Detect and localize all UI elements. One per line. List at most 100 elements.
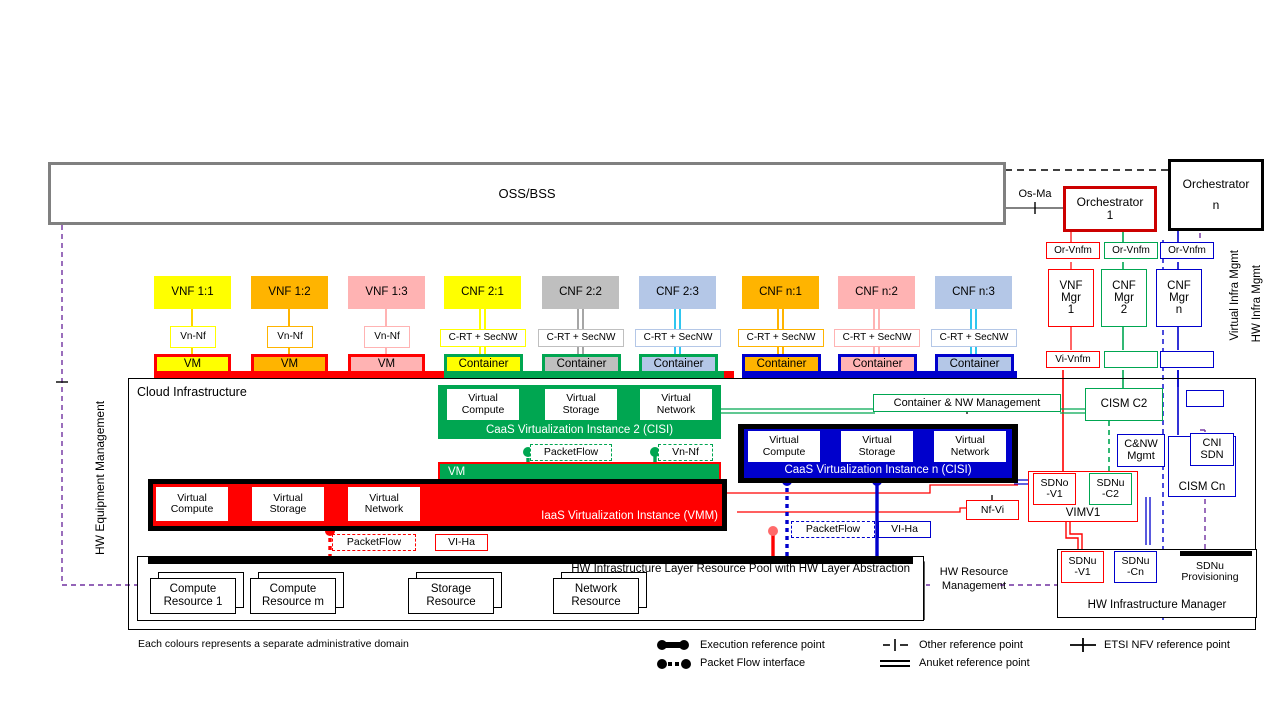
vnf-1-2-box[interactable]: VNF 1:2	[251, 276, 328, 309]
network-resource-stack[interactable]: Network Resource	[553, 572, 647, 614]
vnf-1-1-label: VNF 1:1	[171, 286, 214, 299]
legend-item-anuket-reference-point: Anuket reference point	[919, 657, 1030, 669]
caas2-vs-l2: Storage	[562, 403, 600, 416]
cnf-mgr-2-l2: Mgr	[1114, 291, 1134, 304]
compute-resource-1-l1: Compute	[169, 582, 217, 595]
vnf-mgr-1-box[interactable]: VNF Mgr 1	[1048, 269, 1094, 327]
sdnu-provisioning-box[interactable]: SDNu Provisioning	[1165, 556, 1255, 588]
iaas-packetflow-label: PacketFlow	[332, 534, 416, 551]
cnf-2-3-label: CNF 2:3	[656, 286, 699, 299]
cnf-mgr-n-l1: CNF	[1167, 279, 1191, 292]
cni-sdn-box[interactable]: CNI SDN	[1190, 433, 1234, 466]
iaas-virtual-storage[interactable]: Virtual Storage	[252, 487, 324, 521]
cnw-mgmt-l1: C&NW	[1124, 437, 1158, 450]
sdnu-c2-l1: SDNu	[1096, 476, 1125, 489]
container-green-bar	[444, 371, 724, 378]
compute-resource-1-stack[interactable]: Compute Resource 1	[150, 572, 244, 614]
compute-resource-m-l1: Compute	[269, 582, 317, 595]
iaas-label-text: IaaS Virtualization Instance (VMM)	[541, 509, 718, 522]
caasn-vs-l1: Virtual	[862, 434, 892, 447]
virtual-infra-mgmt-label: Virtual Infra Mgmt	[1229, 250, 1241, 341]
iaas-instance-box[interactable]	[153, 484, 722, 526]
caasn-virtual-compute[interactable]: Virtual Compute	[748, 431, 820, 462]
sdno-v1-box[interactable]: SDNo -V1	[1033, 473, 1076, 505]
cism-c2-box[interactable]: CISM C2	[1085, 388, 1163, 421]
vi-vnfm-label: Vi-Vnfm	[1046, 351, 1100, 368]
cloud-infrastructure-label: Cloud Infrastructure	[137, 385, 247, 399]
vnf-1-2-rp: Vn-Nf	[267, 326, 313, 348]
sdnu-prov-l2: Provisioning	[1181, 571, 1239, 583]
oss-bss-box[interactable]: OSS/BSS	[48, 162, 1006, 225]
vnf-1-1-box[interactable]: VNF 1:1	[154, 276, 231, 309]
iaas-instance-label: IaaS Virtualization Instance (VMM)	[490, 508, 718, 524]
vnf-1-1-rp: Vn-Nf	[170, 326, 216, 348]
caas2-virtual-storage[interactable]: Virtual Storage	[545, 389, 617, 420]
sdnu-c2-l2: -C2	[1102, 488, 1119, 500]
caas2-vn-l1: Virtual	[661, 392, 691, 405]
sdnu-cn-l1: SDNu	[1121, 554, 1150, 567]
caas2-virtual-network[interactable]: Virtual Network	[640, 389, 712, 420]
iaas-vn-l2: Network	[364, 503, 404, 515]
cnf-2-3-container[interactable]: Container	[639, 354, 718, 374]
sdnu-provisioning-bar	[1180, 551, 1252, 557]
cnf-n-1-box[interactable]: CNF n:1	[742, 276, 819, 309]
or-vnfm-red-label: Or-Vnfm	[1046, 242, 1100, 259]
iaas-vn-l1: Virtual	[369, 491, 399, 504]
iaas-vs-l1: Virtual	[273, 491, 303, 504]
sdnu-prov-l1: SDNu	[1195, 559, 1224, 572]
caasn-virtual-storage[interactable]: Virtual Storage	[841, 431, 913, 462]
vnf-1-2-vm-label: VM	[280, 357, 299, 370]
cism-cn-box[interactable]: CISM Cn	[1168, 436, 1236, 497]
oss-bss-label: OSS/BSS	[498, 185, 556, 201]
vnf-mgr-1-l3: 1	[1067, 304, 1075, 317]
sdno-v1-l2: -V1	[1046, 488, 1063, 500]
hw-equipment-management-label: HW Equipment Management	[93, 400, 107, 555]
cnf-2-3-box[interactable]: CNF 2:3	[639, 276, 716, 309]
cnf-2-1-box[interactable]: CNF 2:1	[444, 276, 521, 309]
caas2-packetflow-label: PacketFlow	[530, 444, 612, 461]
cnf-2-1-label: CNF 2:1	[461, 286, 504, 299]
caas2-vn-l2: Network	[656, 403, 696, 416]
hw-infra-manager-label: HW Infrastructure Manager	[1087, 598, 1227, 611]
caasn-vs-l2: Storage	[858, 445, 896, 458]
orchestrator-1-line2: 1	[1106, 208, 1114, 222]
orchestrator-n-box[interactable]: Orchestrator n	[1168, 159, 1264, 231]
cnf-2-2-box[interactable]: CNF 2:2	[542, 276, 619, 309]
iaas-virtual-compute[interactable]: Virtual Compute	[156, 487, 228, 521]
cnf-n-2-label: CNF n:2	[855, 286, 898, 299]
cnw-mgmt-box[interactable]: C&NW Mgmt	[1117, 434, 1165, 467]
orchestrator-1-box[interactable]: Orchestrator 1	[1063, 186, 1157, 232]
sdnu-v1-l2: -V1	[1074, 566, 1091, 578]
hw-resource-management-label: HW Resource Management	[932, 566, 1016, 594]
vimv1-label: VIMV1	[1065, 506, 1101, 519]
compute-resource-m-stack[interactable]: Compute Resource m	[250, 572, 344, 614]
cloud-infrastructure-box	[128, 378, 1256, 630]
storage-resource-stack[interactable]: Storage Resource	[408, 572, 502, 614]
sdnu-v1-box[interactable]: SDNu -V1	[1061, 551, 1104, 583]
cnf-2-2-rp: C-RT + SecNW	[538, 329, 624, 347]
cnf-2-2-label: CNF 2:2	[559, 286, 602, 299]
vnf-1-1-vm-label: VM	[183, 357, 202, 370]
sdnu-c2-box[interactable]: SDNu -C2	[1089, 473, 1132, 505]
cism-cn-label: CISM Cn	[1178, 480, 1226, 493]
caasn-virtual-network[interactable]: Virtual Network	[934, 431, 1006, 462]
sdnu-cn-box[interactable]: SDNu -Cn	[1114, 551, 1157, 583]
caas2-vn-nf-label: Vn-Nf	[658, 444, 713, 461]
or-vnfm-blue-label: Or-Vnfm	[1160, 242, 1214, 259]
cnf-mgr-2-l3: 2	[1120, 304, 1128, 317]
or-vnfm-green-label: Or-Vnfm	[1104, 242, 1158, 259]
cnf-n-2-box[interactable]: CNF n:2	[838, 276, 915, 309]
caas2-virtual-compute[interactable]: Virtual Compute	[447, 389, 519, 420]
cni-sdn-l1: CNI	[1202, 436, 1222, 449]
iaas-virtual-network[interactable]: Virtual Network	[348, 487, 420, 521]
cnf-n-2-container-label: Container	[852, 357, 903, 370]
caasn-vn-l2: Network	[950, 445, 990, 458]
vnf-1-3-box[interactable]: VNF 1:3	[348, 276, 425, 309]
cnf-n-2-container[interactable]: Container	[838, 354, 917, 374]
sdnu-v1-l1: SDNu	[1068, 554, 1097, 567]
cnf-mgr-n-box[interactable]: CNF Mgr n	[1156, 269, 1202, 327]
legend-item-packet-flow-interface: Packet Flow interface	[700, 657, 806, 669]
cnf-n-3-box[interactable]: CNF n:3	[935, 276, 1012, 309]
cnf-2-1-container-label: Container	[458, 357, 509, 370]
cnf-mgr-2-box[interactable]: CNF Mgr 2	[1101, 269, 1147, 327]
